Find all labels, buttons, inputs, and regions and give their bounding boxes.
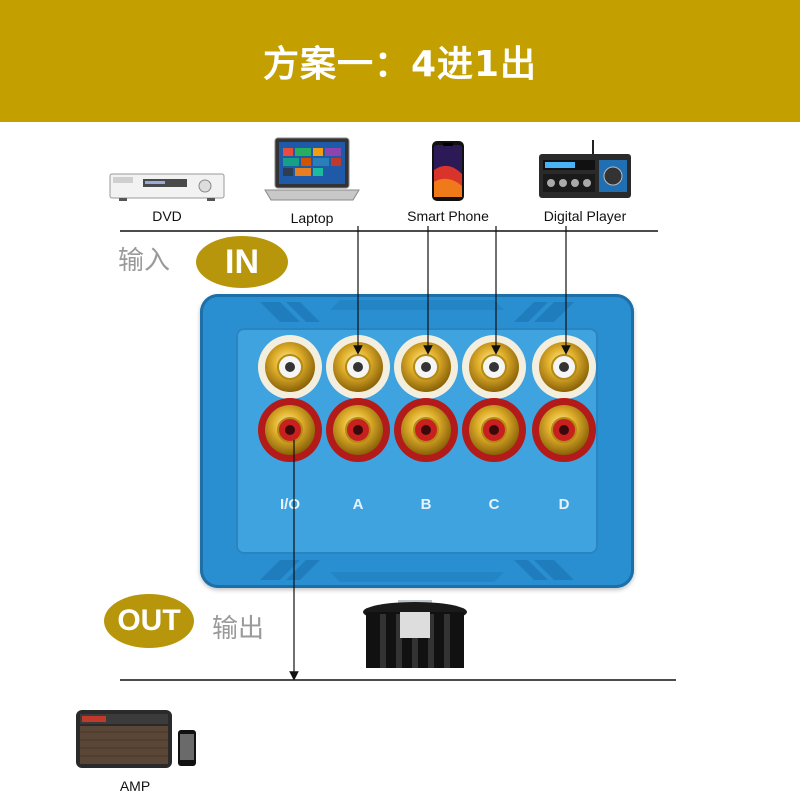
jack-d-red[interactable] [532,398,596,462]
output-device-amp: AMP [70,706,200,794]
jack-c-white[interactable] [462,335,526,399]
jack-b-red[interactable] [394,398,458,462]
page-title: 方案一：4进1出 [262,44,538,85]
laptop-icon [264,137,360,201]
box-decor-bottom [260,560,574,582]
in-badge: IN [196,236,288,288]
input-device-phone: Smart Phone [398,140,498,224]
jack-a-red[interactable] [326,398,390,462]
jack-a-white[interactable] [326,335,390,399]
device-label: Digital Player [543,208,627,224]
header-banner: 方案一：4进1出 [0,0,800,122]
out-badge: OUT [104,594,194,648]
out-badge-text: OUT [117,604,181,637]
input-device-dvd: DVD [108,172,226,224]
in-badge-text: IN [225,242,259,281]
jack-b-white[interactable] [394,335,458,399]
port-label-a: A [352,496,364,513]
port-label-d: D [558,496,570,513]
port-label-io: I/O [279,496,300,513]
amplifier-icon [539,140,631,198]
rca-switch-box: I/O A B C D [200,294,634,588]
input-cn-label: 输入 [118,246,171,276]
jack-io-white[interactable] [258,335,322,399]
port-label-b: B [420,496,432,513]
selector-knob[interactable] [360,600,470,672]
rca-jacks [258,335,596,462]
jack-d-white[interactable] [532,335,596,399]
device-label: Laptop [290,210,334,226]
device-label: DVD [152,208,182,224]
input-device-laptop: Laptop [262,136,362,226]
output-cn-label: 输出 [212,614,265,644]
dvd-player-icon [109,173,225,201]
box-decor-top [260,300,574,322]
guitar-amp-icon [76,710,196,768]
device-label: AMP [119,778,151,794]
smartphone-icon [432,141,464,201]
input-device-digital-player: Digital Player [530,138,640,224]
port-label-c: C [488,496,500,513]
jack-c-red[interactable] [462,398,526,462]
device-label: Smart Phone [407,208,489,224]
jack-io-red[interactable] [258,398,322,462]
